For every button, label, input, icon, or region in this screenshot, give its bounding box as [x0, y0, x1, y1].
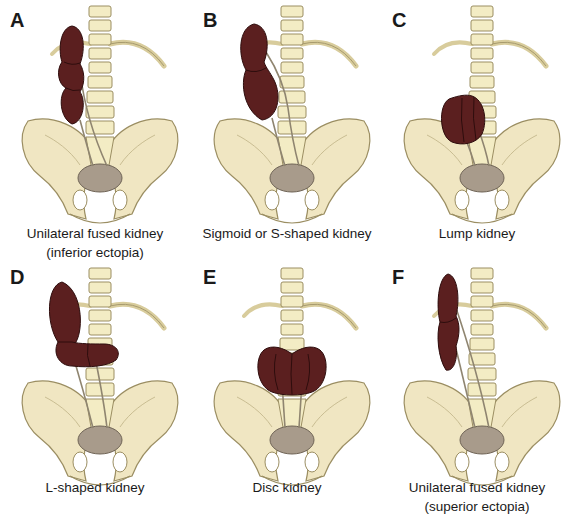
- panel-letter: A: [10, 9, 24, 31]
- panel-letter: C: [392, 9, 406, 31]
- panel-caption: Sigmoid or S-shaped kidney: [194, 224, 380, 243]
- panel-letter: F: [392, 266, 404, 288]
- panel-caption: L-shaped kidney: [2, 478, 188, 497]
- panel-caption: Unilateral fused kidney (inferior ectopi…: [2, 224, 188, 262]
- panel-letter: E: [203, 266, 216, 288]
- panel-caption: Disc kidney: [194, 478, 380, 497]
- panel-caption: Unilateral fused kidney (superior ectopi…: [384, 478, 570, 516]
- panel-caption: Lump kidney: [384, 224, 570, 243]
- panel-letter: B: [203, 9, 217, 31]
- panel-letter: D: [10, 266, 24, 288]
